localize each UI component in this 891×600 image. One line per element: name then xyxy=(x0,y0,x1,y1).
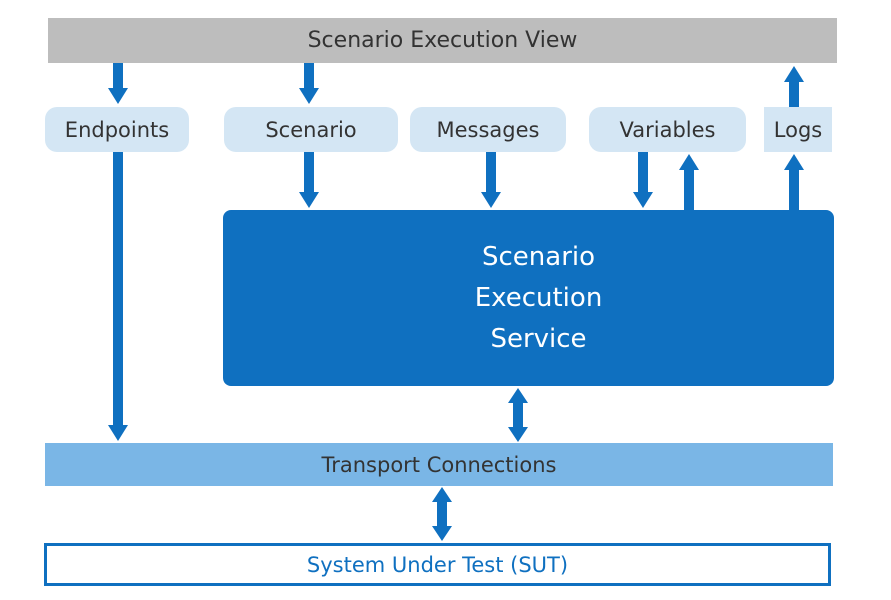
logs-label: Logs xyxy=(773,117,823,142)
messages-box: Messages xyxy=(410,107,566,152)
system-under-test-label: System Under Test (SUT) xyxy=(306,552,569,577)
arrow-endpoints-to-transport xyxy=(108,152,128,441)
service-label-line-3: Service xyxy=(490,323,587,354)
variables-label: Variables xyxy=(619,117,716,142)
arrow-logs-to-view xyxy=(784,66,804,107)
variables-box: Variables xyxy=(589,107,746,152)
scenario-box: Scenario xyxy=(224,107,398,152)
arrow-service-to-logs xyxy=(784,154,804,210)
endpoints-box: Endpoints xyxy=(45,107,189,152)
service-label-line-2: Execution xyxy=(474,282,603,313)
service-label-line-1: Scenario xyxy=(481,241,596,272)
scenario-label: Scenario xyxy=(265,117,357,142)
arrow-view-to-endpoints xyxy=(108,63,128,104)
transport-connections-bar: Transport Connections xyxy=(45,443,833,486)
scenario-execution-view-bar: Scenario Execution View xyxy=(48,18,837,63)
system-under-test-box: System Under Test (SUT) xyxy=(44,543,831,586)
transport-connections-label: Transport Connections xyxy=(321,452,557,477)
arrow-messages-to-service xyxy=(481,152,501,208)
arrow-variables-to-service xyxy=(633,152,653,208)
arrow-service-to-variables xyxy=(679,154,699,210)
arrow-service-transport-bidirectional xyxy=(508,388,528,442)
scenario-execution-view-label: Scenario Execution View xyxy=(307,28,578,53)
arrow-scenario-to-service xyxy=(299,152,319,208)
arrow-transport-sut-bidirectional xyxy=(432,487,452,541)
messages-label: Messages xyxy=(436,117,540,142)
logs-box: Logs xyxy=(764,107,832,152)
scenario-execution-service-box: Scenario Execution Service xyxy=(223,210,834,386)
endpoints-label: Endpoints xyxy=(64,117,170,142)
arrow-view-to-scenario xyxy=(299,63,319,104)
